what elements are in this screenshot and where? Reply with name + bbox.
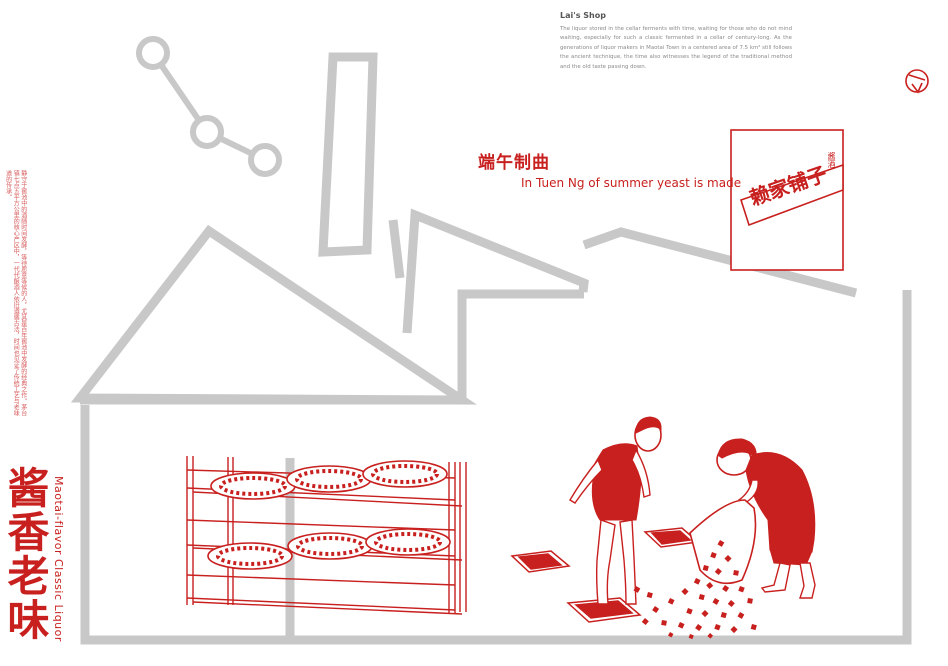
side-title-chinese: 酱香老味 [1, 466, 50, 642]
brand-badge [730, 129, 844, 271]
yeast-molds [510, 527, 700, 623]
chimney-main [318, 52, 378, 257]
heading-english: In Tuen Ng of summer yeast is made [521, 176, 742, 190]
yeast-pieces [633, 540, 757, 640]
yeast-trays [207, 460, 451, 570]
heading-chinese: 端午制曲 [478, 153, 550, 173]
side-title-english: Maotai-flavor Classic Liquor [52, 476, 65, 642]
factory-front [80, 290, 912, 645]
shop-description: The liquor stored in the cellar ferments… [560, 26, 792, 70]
worker-stepping [569, 416, 662, 605]
factory-outline [70, 52, 912, 645]
lai-logo-icon [905, 69, 929, 94]
shop-title: Lai's Shop [560, 11, 606, 20]
factory-right-roof [582, 227, 858, 298]
badge-small-text: 酱酒 [827, 152, 836, 168]
molecule-icon [136, 36, 282, 177]
factory-mid-roof [402, 208, 589, 334]
side-paragraph-chinese: 静守于窖池中的酒随时间发酵，等待愿意等候的人，尤其是百年窖池中发酵的经典之作。茅… [4, 170, 27, 416]
worker-pouring [689, 438, 816, 599]
chimney-second [388, 219, 405, 279]
factory-mid-wall [457, 289, 584, 400]
tray-patterns [216, 464, 442, 566]
